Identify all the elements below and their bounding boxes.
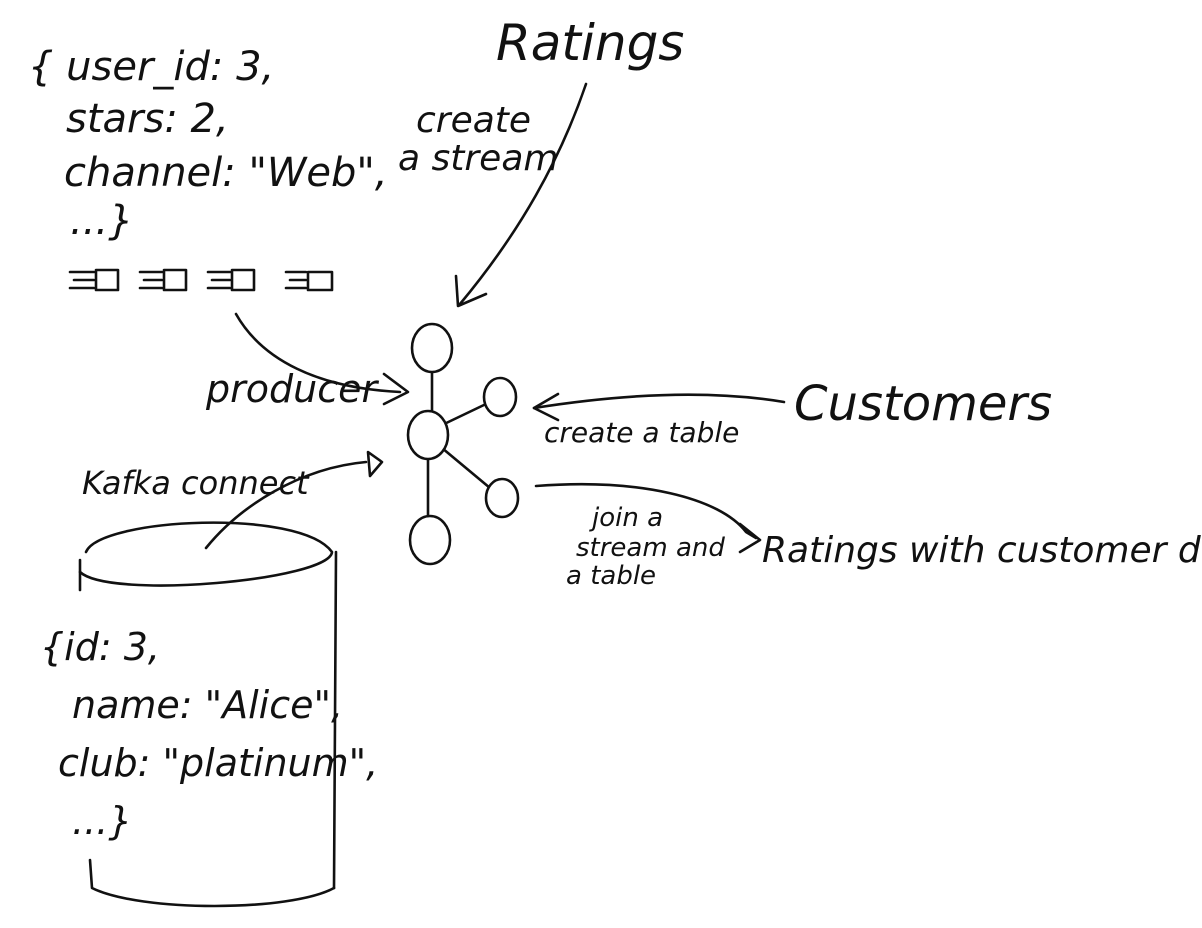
rating-record: { user_id: 3, stars: 2, channel: "Web", … (28, 44, 388, 244)
cluster-node (408, 514, 452, 566)
create-stream-label-line-2: a stream (398, 138, 558, 179)
customers-label: Customers (794, 376, 1052, 432)
create-stream-arrow (458, 82, 588, 306)
database-cylinder (78, 521, 338, 908)
join-label-line-2: stream and (576, 533, 725, 563)
kafka-cluster-icon (406, 322, 520, 566)
create-table-arrowhead (532, 392, 560, 422)
customer-record-line-1: {id: 3, (40, 625, 160, 669)
customer-record-line-2: name: "Alice", (72, 683, 343, 727)
create-table-label: create a table (544, 416, 739, 449)
cluster-node (482, 376, 518, 418)
join-label-line-3: a table (566, 561, 656, 591)
rating-record-line-3: channel: "Web", (64, 150, 388, 196)
message-icon (138, 268, 188, 292)
kafka-connect-arrowhead (366, 450, 384, 478)
join-label-line-1: join a (589, 503, 663, 533)
create-stream-label-line-1: create (416, 100, 531, 141)
kafka-connect-arrow (204, 460, 368, 550)
create-table-arrow (532, 393, 786, 410)
create-stream-arrowhead (454, 274, 488, 308)
message-icons (68, 268, 334, 292)
cluster-node (410, 322, 454, 374)
producer-arrowhead (382, 372, 410, 406)
customer-record-line-3: club: "platinum", (58, 741, 378, 785)
rating-record-line-4: ...} (70, 198, 134, 244)
message-icon (284, 270, 334, 292)
message-icon (206, 268, 256, 292)
producer-arrow (234, 312, 402, 394)
ratings-label: Ratings (496, 14, 684, 72)
rating-record-line-1: { user_id: 3, (28, 44, 274, 90)
customer-record-line-4: ...} (72, 799, 132, 843)
message-icon (68, 268, 120, 292)
cluster-node (484, 477, 520, 519)
join-arrowhead (738, 522, 762, 554)
customer-record: {id: 3, name: "Alice", club: "platinum",… (40, 625, 378, 843)
kafka-connect-label: Kafka connect (82, 464, 310, 502)
rating-record-line-2: stars: 2, (66, 96, 229, 142)
producer-label: producer (205, 367, 379, 411)
cluster-node (406, 409, 450, 461)
